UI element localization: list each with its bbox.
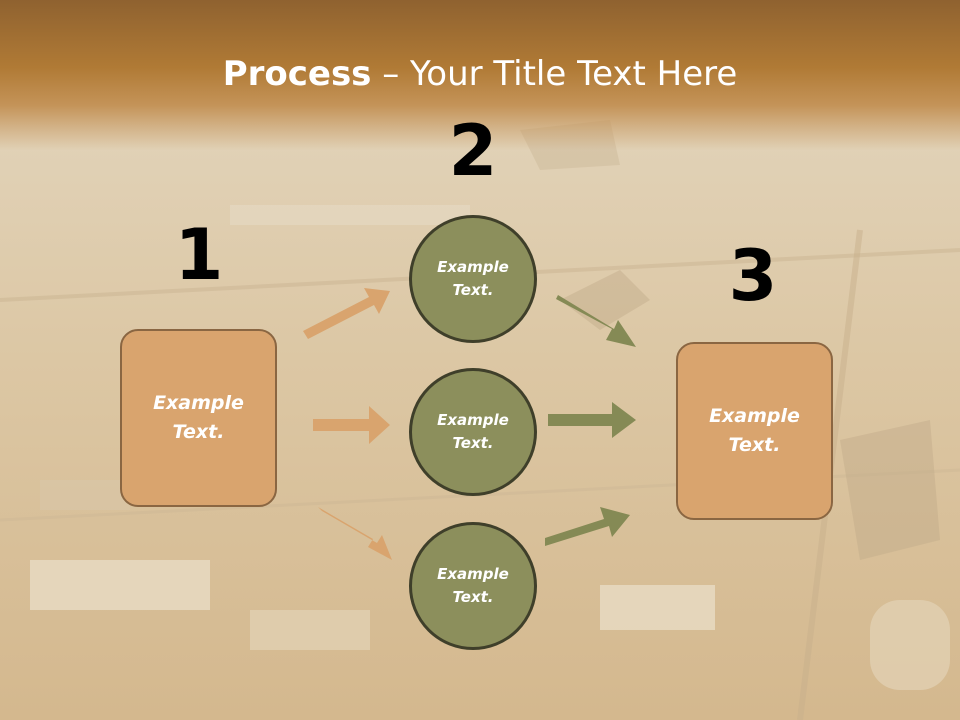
right-box-label: Example Text. [709,405,800,456]
circle-step-1: Example Text. [409,215,537,343]
circle-step-3: Example Text. [409,522,537,650]
circle-1-label: Example Text. [437,258,509,299]
circle-2-label: Example Text. [437,411,509,452]
step-number-1: 1 [174,214,224,296]
title-rest: – Your Title Text Here [371,54,738,94]
left-step-box: Example Text. [120,329,277,507]
step-number-3: 3 [728,235,778,317]
right-step-box: Example Text. [676,342,833,520]
title-band [0,0,960,150]
circle-3-label: Example Text. [437,565,509,606]
slide-title: Process – Your Title Text Here [0,52,960,96]
circle-step-2: Example Text. [409,368,537,496]
title-bold: Process [222,54,372,94]
left-box-label: Example Text. [153,392,244,443]
step-number-2: 2 [448,110,498,192]
